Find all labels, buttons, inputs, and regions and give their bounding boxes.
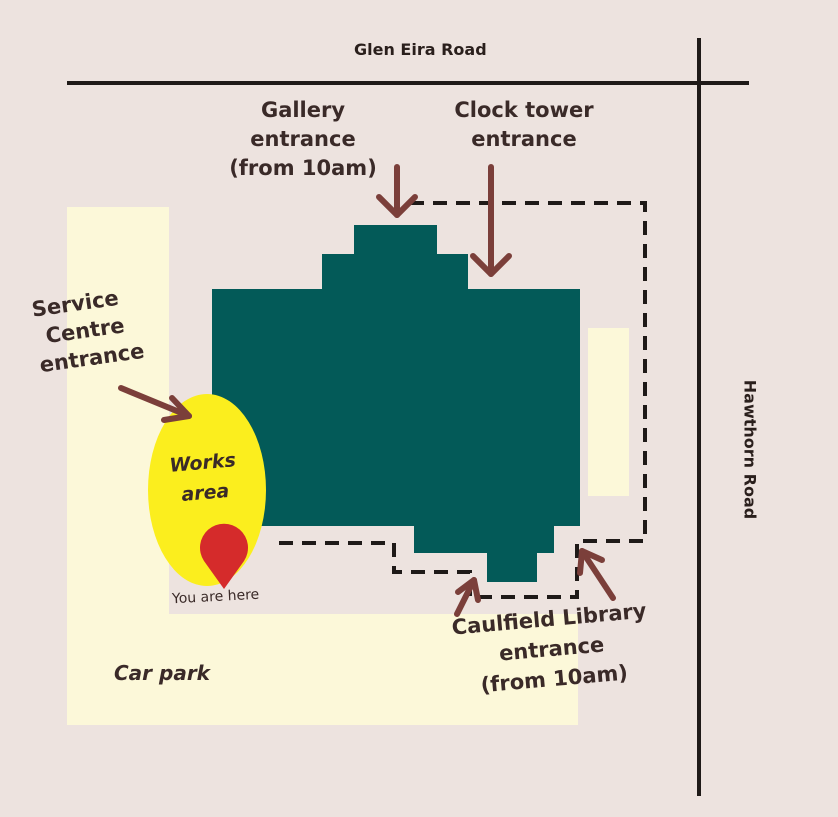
pedestrian-route [270, 201, 647, 599]
east-paved-strip [588, 328, 629, 496]
library-arrow-right-icon [577, 548, 616, 601]
location-pin-icon [200, 523, 248, 589]
building [212, 225, 580, 582]
clock-tower-arrow-icon [470, 164, 512, 277]
gallery-label-line: Gallery [260, 98, 346, 122]
clock-tower-label-line: entrance [471, 127, 577, 151]
clock-tower-entrance-label: Clock tower entrance [446, 96, 602, 154]
service-centre-entrance-label: Service Centre entrance [30, 281, 146, 379]
caulfield-library-entrance-label: Caulfield Library entrance (from 10am) [450, 596, 652, 703]
hawthorn-road-label: Hawthorn Road [740, 379, 760, 520]
gallery-arrow-icon [376, 164, 418, 218]
gallery-entrance-label: Gallery entrance (from 10am) [228, 96, 378, 183]
library-arrow-left-icon [454, 577, 481, 617]
gallery-label-line: entrance [250, 127, 356, 151]
car-park-area [67, 614, 578, 725]
car-park-label: Car park [114, 661, 210, 685]
clock-tower-label-line: Clock tower [454, 98, 594, 122]
gallery-label-line: (from 10am) [229, 156, 377, 180]
glen-eira-road-label: Glen Eira Road [354, 40, 487, 59]
works-area-label: Works area [160, 444, 249, 511]
service-centre-arrow-icon [118, 385, 192, 423]
